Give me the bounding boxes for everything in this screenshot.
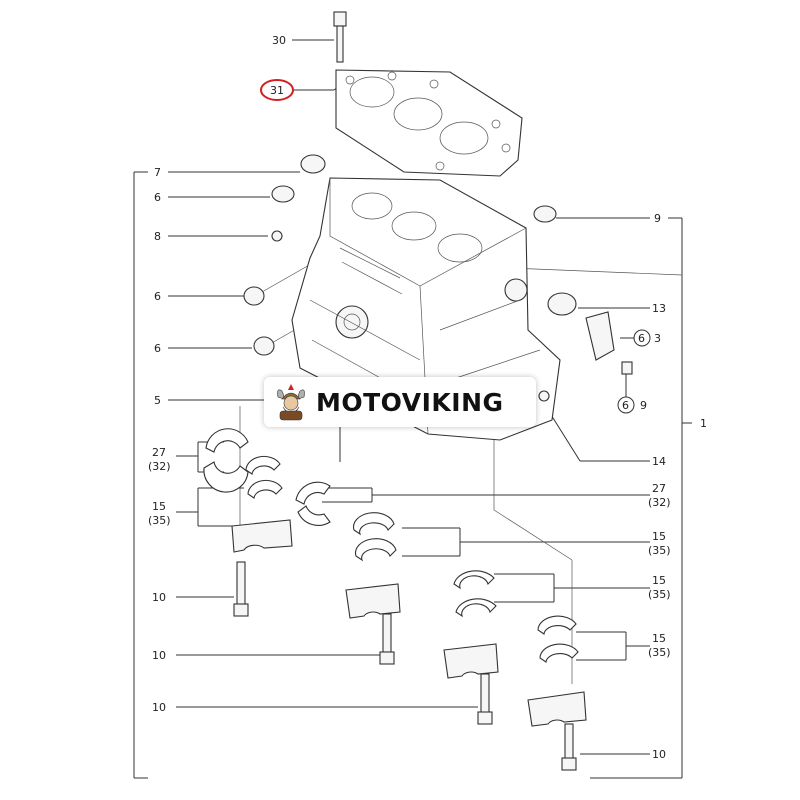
bearing-set-left — [203, 428, 331, 553]
callout-31: 31 — [270, 84, 284, 97]
main-bearing-bolts — [233, 561, 577, 771]
seals — [243, 286, 633, 402]
callout-9: 9 — [640, 399, 647, 412]
callout-6: 6 — [154, 191, 161, 204]
callout-10: 10 — [152, 649, 166, 662]
callout-32: (32) — [648, 496, 671, 509]
callout-35: (35) — [648, 588, 671, 601]
callout-15: 15 — [652, 632, 666, 645]
callout-9: 9 — [654, 212, 661, 225]
callout-3: 3 — [654, 332, 661, 345]
callout-8: 8 — [154, 230, 161, 243]
callout-10: 10 — [152, 591, 166, 604]
callout-10: 10 — [152, 701, 166, 714]
cylinder-block — [291, 177, 561, 441]
callout-32: (32) — [148, 460, 171, 473]
callout-27: 27 — [652, 482, 666, 495]
watermark-banner: MOTOVIKING — [264, 377, 536, 427]
callout-6: 6 — [154, 342, 161, 355]
watermark-text: MOTOVIKING — [316, 387, 504, 417]
callout-7: 7 — [154, 166, 161, 179]
callout-10: 10 — [652, 748, 666, 761]
callout-35: (35) — [148, 514, 171, 527]
callout-13: 13 — [652, 302, 666, 315]
callout-6: 6 — [154, 290, 161, 303]
callout-5: 5 — [154, 394, 161, 407]
callout-1: 1 — [700, 417, 707, 430]
callout-35: (35) — [648, 646, 671, 659]
callout-14: 14 — [652, 455, 666, 468]
expansion-plugs — [271, 154, 557, 242]
callout-6: 6 — [622, 399, 629, 412]
callout-27: 27 — [152, 446, 166, 459]
callout-labels: 30 31 7 6 8 6 6 5 27 (32) 15 (35) 10 10 … — [148, 34, 707, 761]
callout-30: 30 — [272, 34, 286, 47]
callout-15: 15 — [152, 500, 166, 513]
ref-circle-6-9 — [617, 396, 635, 414]
callout-15: 15 — [652, 574, 666, 587]
ref-circle-6-3 — [633, 329, 651, 347]
callout-35: (35) — [648, 544, 671, 557]
callout-15: 15 — [652, 530, 666, 543]
bearing-set-center — [345, 512, 499, 679]
highlight-ring — [260, 79, 294, 101]
viking-logo-icon — [277, 384, 305, 421]
callout-6: 6 — [638, 332, 645, 345]
bearing-set-right — [527, 615, 587, 727]
head-gasket — [335, 69, 523, 177]
head-bolt — [333, 11, 347, 63]
